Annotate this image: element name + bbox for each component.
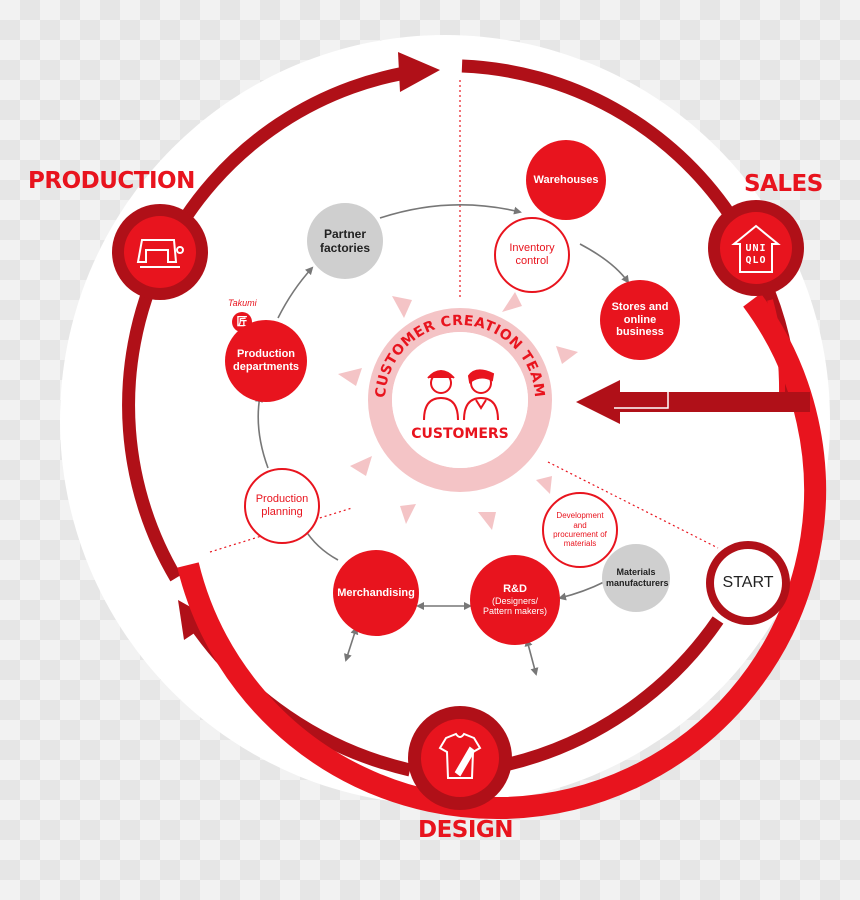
node-development-procurement-label: Development and procurement of materials: [553, 511, 607, 549]
uniqlo-logo-line2: QLO: [745, 255, 767, 266]
customers-icon: [423, 369, 499, 421]
customer-team-ring: [368, 308, 552, 492]
start-label: START: [722, 574, 774, 591]
sales-label: SALES: [744, 171, 823, 197]
marketing-band-inner: [767, 299, 786, 396]
node-rd: R&D (Designers/ Pattern makers): [470, 555, 560, 645]
node-production-planning-label: Production planning: [255, 493, 309, 518]
node-partner-factories: Partner factories: [307, 203, 383, 279]
connector-partner-to-warehouses: [379, 203, 522, 219]
start-to-design-arc: [503, 616, 724, 772]
node-inventory-control-label: Inventory control: [509, 242, 555, 267]
connector-production-to-partner: [277, 266, 314, 319]
connector-rd-to-design: [524, 638, 539, 676]
customers-core: [392, 332, 528, 468]
production-stage-icon: [112, 204, 208, 300]
sewing-machine-icon: [136, 239, 184, 268]
top-arrowhead: [398, 52, 440, 92]
takumi-word: Takumi: [228, 298, 257, 308]
node-production-departments: Production departments: [225, 320, 307, 402]
customers-label: CUSTOMERS: [411, 426, 509, 442]
stores-return-line: [614, 360, 669, 409]
node-stores-online: Stores and online business: [600, 280, 680, 360]
node-inventory-control: Inventory control: [494, 217, 570, 293]
node-development-procurement: Development and procurement of materials: [542, 492, 618, 568]
outward-arrows: [338, 292, 578, 530]
node-stores-online-label: Stores and online business: [611, 300, 669, 339]
uniqlo-house-icon: [731, 224, 781, 273]
sales-arc: [461, 59, 736, 219]
node-warehouses-label: Warehouses: [533, 173, 599, 186]
node-merchandising: Merchandising: [333, 550, 419, 636]
design-stage-icon: [408, 706, 512, 810]
marketing-band: [177, 293, 827, 819]
node-production-planning: Production planning: [244, 468, 320, 544]
takumi-kanji: 匠: [236, 315, 248, 328]
node-materials-manufacturers-label: Materials manufacturers: [606, 567, 669, 588]
uniqlo-logo: UNI QLO: [741, 243, 771, 267]
node-merchandising-label: Merchandising: [337, 586, 415, 599]
node-materials-manufacturers: Materials manufacturers: [602, 544, 670, 612]
connector-warehouses-to-stores: [579, 243, 630, 284]
node-production-departments-label: Production departments: [232, 348, 300, 373]
node-warehouses: Warehouses: [526, 140, 606, 220]
customer-feedback-arrow: [576, 380, 810, 424]
node-rd-label: R&D: [503, 582, 527, 595]
design-label: DESIGN: [418, 817, 514, 843]
connector-merch-to-design: [344, 626, 359, 662]
sales-stage-icon: [708, 200, 804, 296]
tshirt-pencil-icon: [438, 732, 482, 779]
uniqlo-logo-line1: UNI: [745, 243, 767, 254]
node-partner-factories-label: Partner factories: [319, 226, 371, 255]
connector-planning-to-production: [255, 394, 269, 469]
divider-right: [547, 461, 719, 549]
node-rd-sub: (Designers/ Pattern makers): [482, 595, 548, 617]
connector-materials-to-rd: [558, 581, 605, 601]
start-stage-icon: [706, 541, 790, 625]
production-label: PRODUCTION: [28, 168, 195, 194]
